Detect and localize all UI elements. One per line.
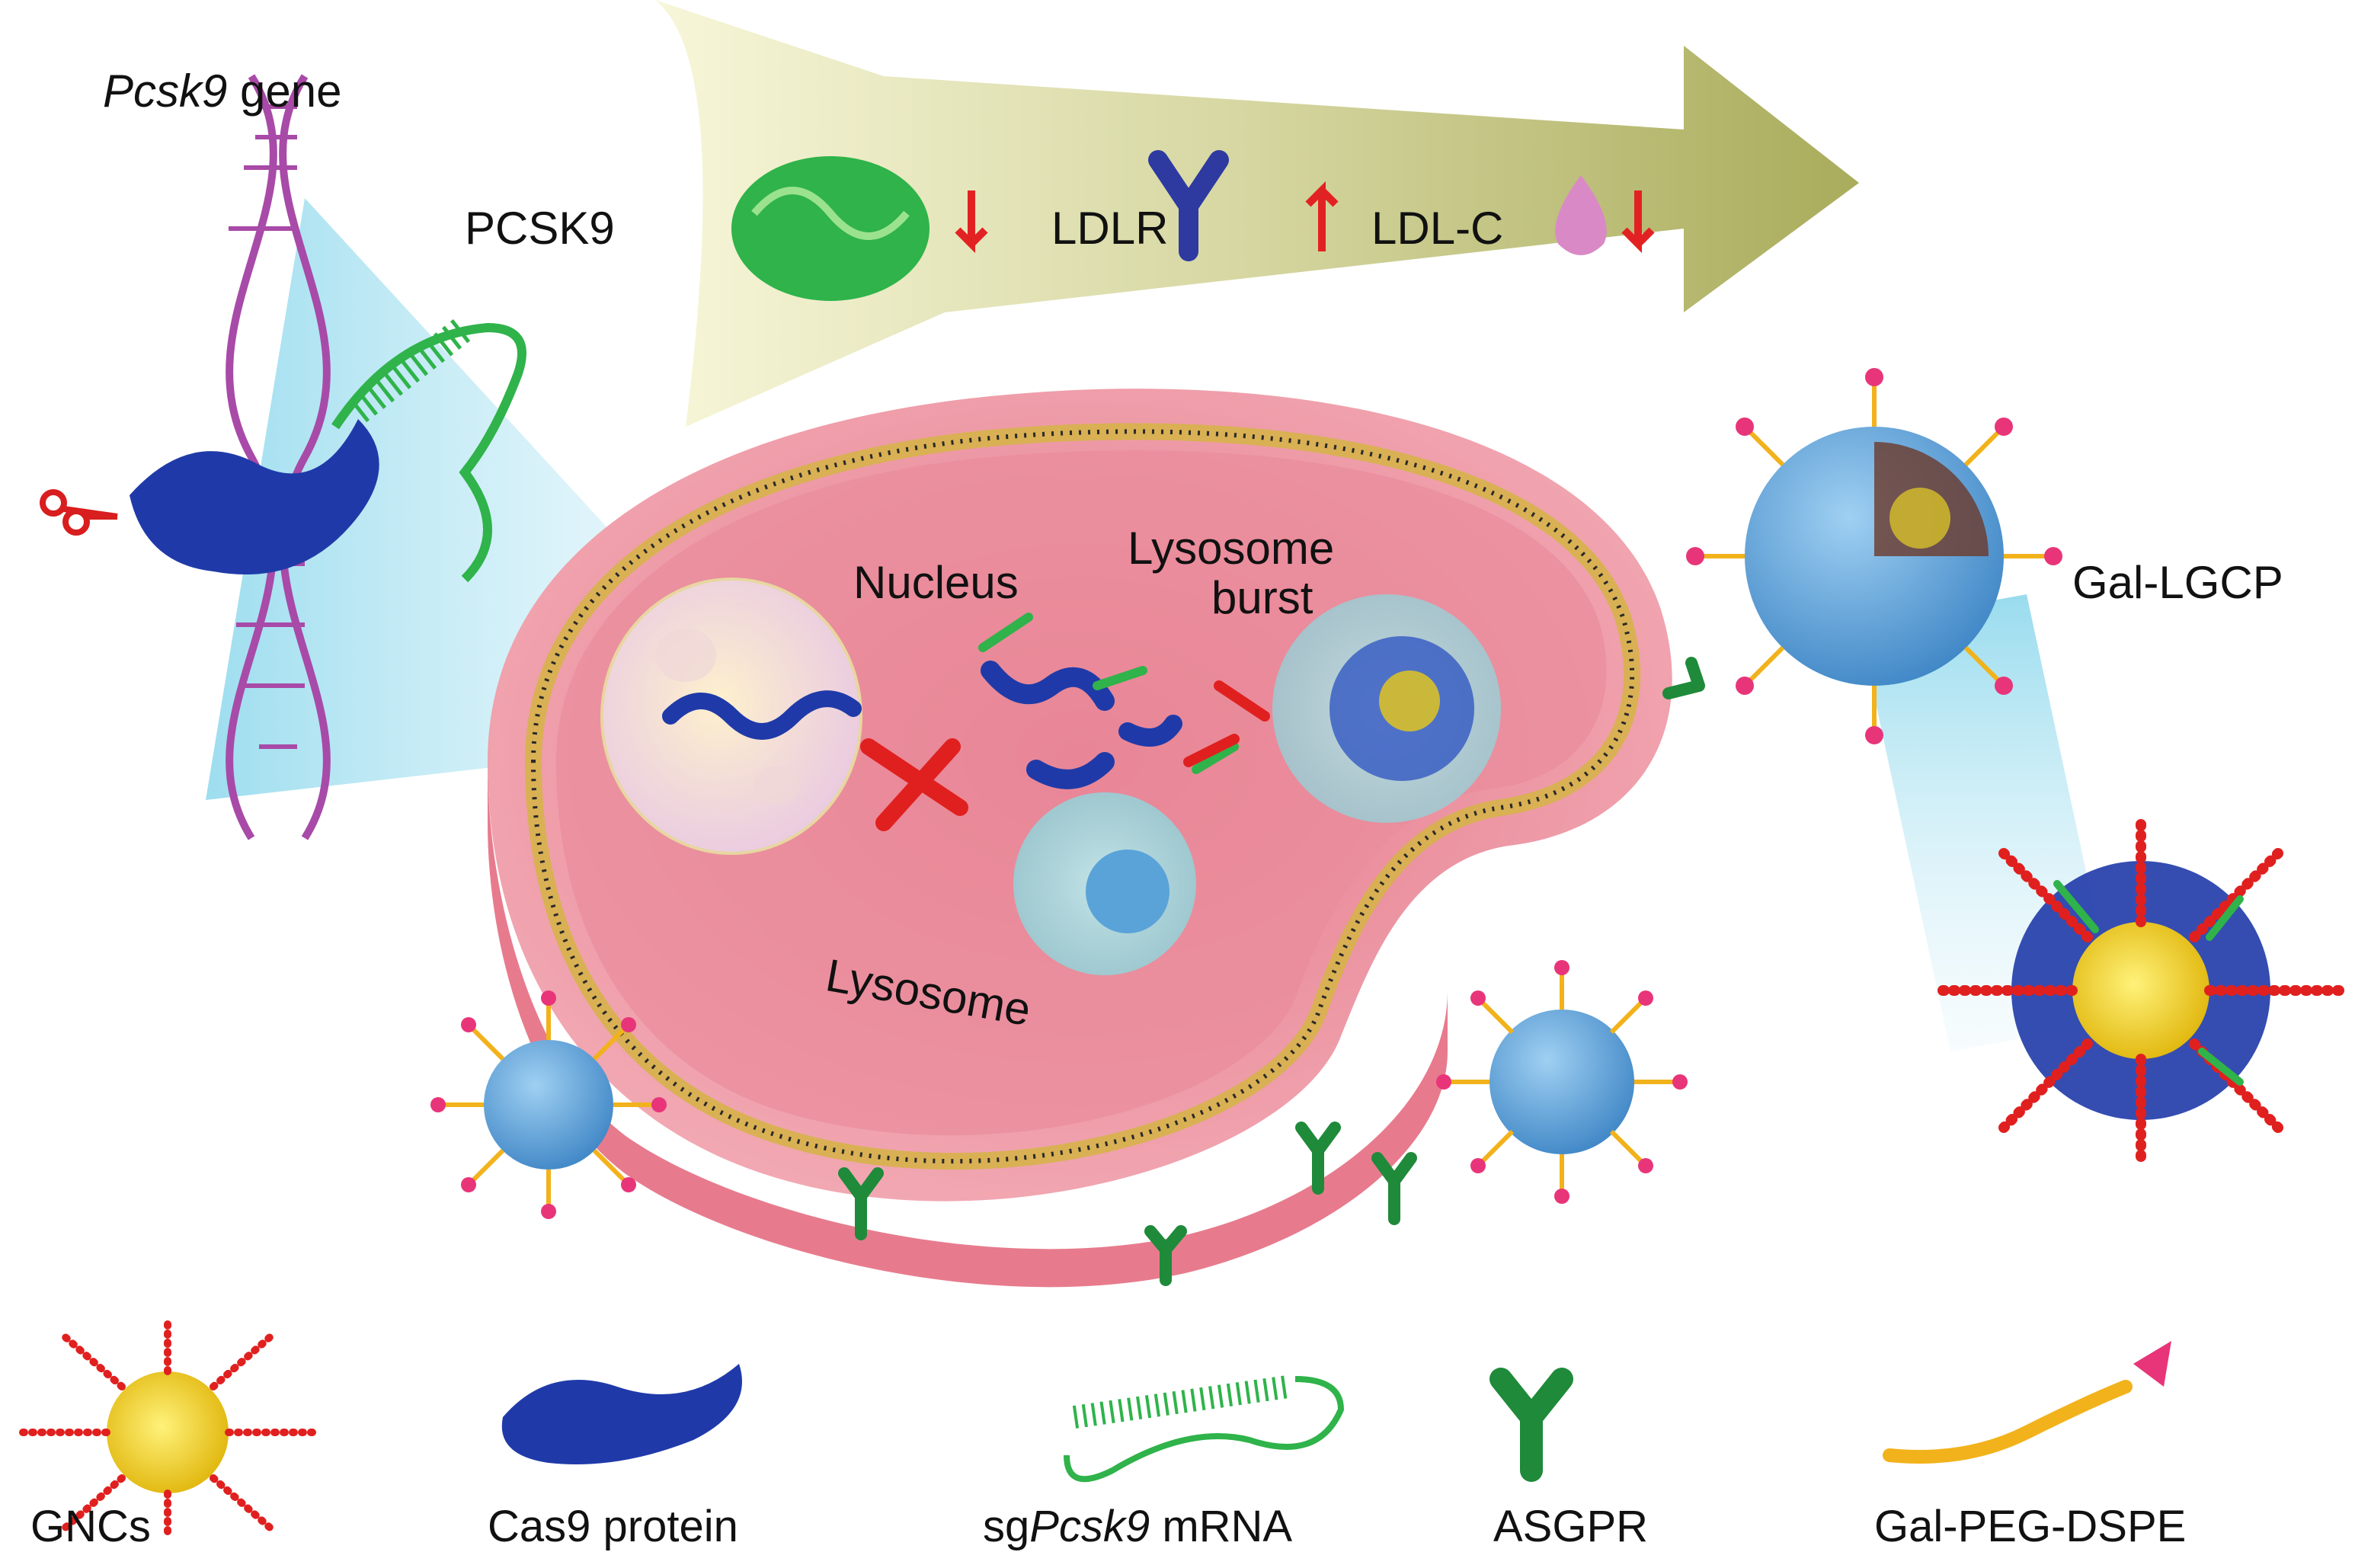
ldlc-down-arrow (1621, 190, 1655, 254)
nucleus-label: Nucleus (853, 557, 1019, 608)
legend-cas9-label: Cas9 protein (488, 1502, 738, 1551)
ldlr-icon (1148, 150, 1229, 261)
ldlr-up-arrow (1305, 181, 1339, 251)
legend-gal-peg-label: Gal-PEG-DSPE (1874, 1502, 2187, 1551)
pathway-arrow (655, 0, 1859, 427)
legend-gal-peg-icon (1883, 1341, 2171, 1464)
gal-lgcp-particle (1686, 368, 2062, 744)
legend-gnc-icon (19, 1314, 316, 1535)
pcsk9-label: PCSK9 (465, 203, 615, 254)
gnc-core-zoom (1937, 818, 2344, 1163)
legend-sgrna-icon (1064, 1375, 1345, 1483)
lysosome-burst-label-line2: burst (1211, 572, 1313, 623)
lysosome (1013, 792, 1196, 975)
legend-sgrna-label: sgPcsk9 mRNA (983, 1502, 1293, 1551)
ldlc-drop-icon (1555, 175, 1607, 255)
legend-asgpr-icon (1489, 1368, 1573, 1482)
nanoparticle-left (430, 990, 667, 1219)
gene-label: Pcsk9 gene (103, 66, 342, 117)
pcsk9-down-arrow (955, 190, 988, 254)
pcsk9-protein (731, 156, 930, 301)
lysosome-burst (1272, 594, 1501, 823)
dna-helix (226, 74, 331, 840)
legend-cas9-icon (501, 1364, 742, 1464)
nanoparticle-right (1436, 960, 1688, 1204)
legend-asgpr-label: ASGPR (1493, 1502, 1649, 1551)
asgpr-receptors (838, 657, 1705, 1286)
scissors-icon (40, 489, 118, 536)
ldlr-label: LDLR (1051, 203, 1169, 254)
cytoplasm-cargo (860, 613, 1270, 831)
ldlc-label: LDL-C (1371, 203, 1504, 254)
gal-lgcp-label: Gal-LGCP (2072, 557, 2283, 608)
nucleus (600, 578, 862, 855)
lysosome-burst-label-line1: Lysosome (1128, 523, 1335, 574)
legend-gncs-label: GNCs (30, 1502, 151, 1551)
cas9-gene-complex (130, 316, 526, 583)
